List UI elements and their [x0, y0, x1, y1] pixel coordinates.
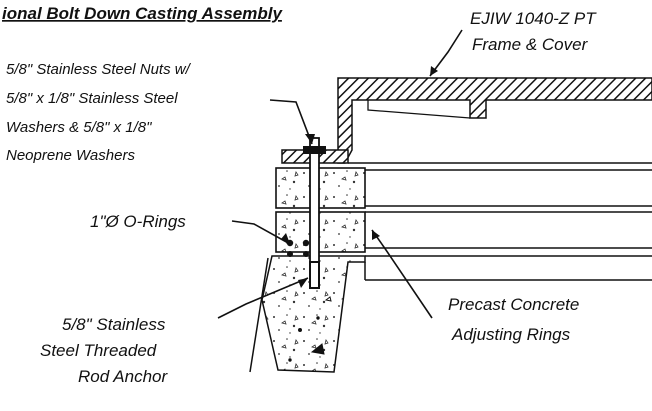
rod-anchor-end [309, 261, 320, 289]
rod-label-line-1: 5/8" Stainless [62, 315, 166, 334]
arrowheads [281, 66, 438, 288]
rod-anchor-label: 5/8" Stainless Steel Threaded Rod Anchor [40, 315, 168, 386]
cover-lid-outline [367, 100, 471, 119]
nuts-label-line-3: Washers & 5/8" x 1/8" [6, 119, 152, 136]
frame-label-line-2: Frame & Cover [472, 35, 589, 54]
rod-label-line-2: Steel Threaded [40, 341, 157, 360]
frame-label-line-1: EJIW 1040-Z PT [470, 9, 597, 28]
stainless-nut [303, 146, 326, 154]
o-ring-label: 1"Ø O-Rings [90, 212, 186, 231]
nuts-label-line-2: 5/8" x 1/8" Stainless Steel [6, 90, 178, 107]
upper-adjusting-ring [275, 167, 366, 209]
ring-lines [348, 162, 652, 281]
aggregate-marks [288, 296, 332, 362]
precast-cone-section [261, 255, 366, 373]
diagram-title: ional Bolt Down Casting Assembly [2, 4, 283, 23]
nuts-label-line-4: Neoprene Washers [6, 147, 135, 164]
rings-label-line-2: Adjusting Rings [451, 325, 571, 344]
leader-lines [217, 29, 463, 319]
nuts-label-line-1: 5/8" Stainless Steel Nuts w/ [6, 61, 192, 78]
lower-adjusting-ring [275, 211, 366, 253]
nuts-washers-label: 5/8" Stainless Steel Nuts w/ 5/8" x 1/8"… [6, 61, 192, 164]
rod-label-line-3: Rod Anchor [78, 367, 168, 386]
frame-cover-label: EJIW 1040-Z PT Frame & Cover [470, 9, 597, 54]
adjusting-rings-label: Precast Concrete Adjusting Rings [448, 295, 579, 344]
cone-outer-line [249, 257, 269, 373]
frame-and-cover [337, 77, 652, 164]
rings-label-line-1: Precast Concrete [448, 295, 579, 314]
